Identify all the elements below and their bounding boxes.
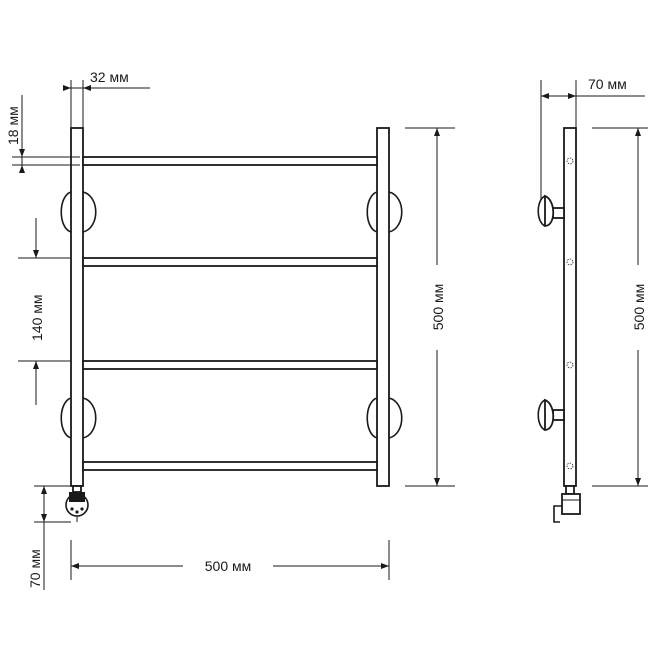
dim-side-height: 500 мм [592, 127, 648, 487]
side-heater-connector [553, 485, 581, 523]
horizontal-bar-2 [82, 257, 378, 267]
dim-side-depth: 70 мм [540, 76, 645, 200]
heater-connector [65, 485, 89, 522]
side-vertical-pipe [563, 127, 577, 487]
wall-mount-bottom-left [60, 397, 97, 439]
bar-end-2 [566, 258, 574, 266]
front-height-label: 500 мм [430, 284, 446, 331]
front-view: 32 мм 18 мм 140 мм 70 [5, 69, 455, 590]
dim-bar-spacing: 140 мм [18, 218, 71, 405]
bar-end-4 [566, 462, 574, 470]
side-height-label: 500 мм [631, 284, 647, 331]
front-width-label: 500 мм [205, 558, 252, 574]
bar-spacing-label: 140 мм [29, 295, 45, 342]
wall-mount-top-right [366, 191, 403, 233]
wall-mount-top-left [60, 191, 97, 233]
dim-pipe-width: 32 мм [63, 69, 150, 128]
bottom-connector-label: 70 мм [27, 549, 43, 588]
side-depth-label: 70 мм [588, 76, 627, 92]
horizontal-bar-4 [82, 461, 378, 471]
side-view: 70 мм 500 мм [537, 76, 648, 523]
horizontal-bar-1 [82, 156, 378, 166]
horizontal-bar-3 [82, 360, 378, 370]
side-wall-mount-bottom [537, 398, 565, 431]
dim-bottom-connector: 70 мм [27, 485, 71, 590]
dim-bar-thickness: 18 мм [5, 95, 80, 173]
bar-thickness-label: 18 мм [5, 106, 21, 145]
bar-end-3 [566, 361, 574, 369]
right-vertical-pipe [376, 127, 390, 487]
left-vertical-pipe [70, 127, 84, 487]
wall-mount-bottom-right [366, 397, 403, 439]
dim-front-width: 500 мм [70, 540, 390, 580]
dim-front-height: 500 мм [405, 127, 455, 487]
bar-end-1 [566, 157, 574, 165]
pipe-width-label: 32 мм [90, 69, 129, 85]
side-wall-mount-top [537, 194, 565, 227]
